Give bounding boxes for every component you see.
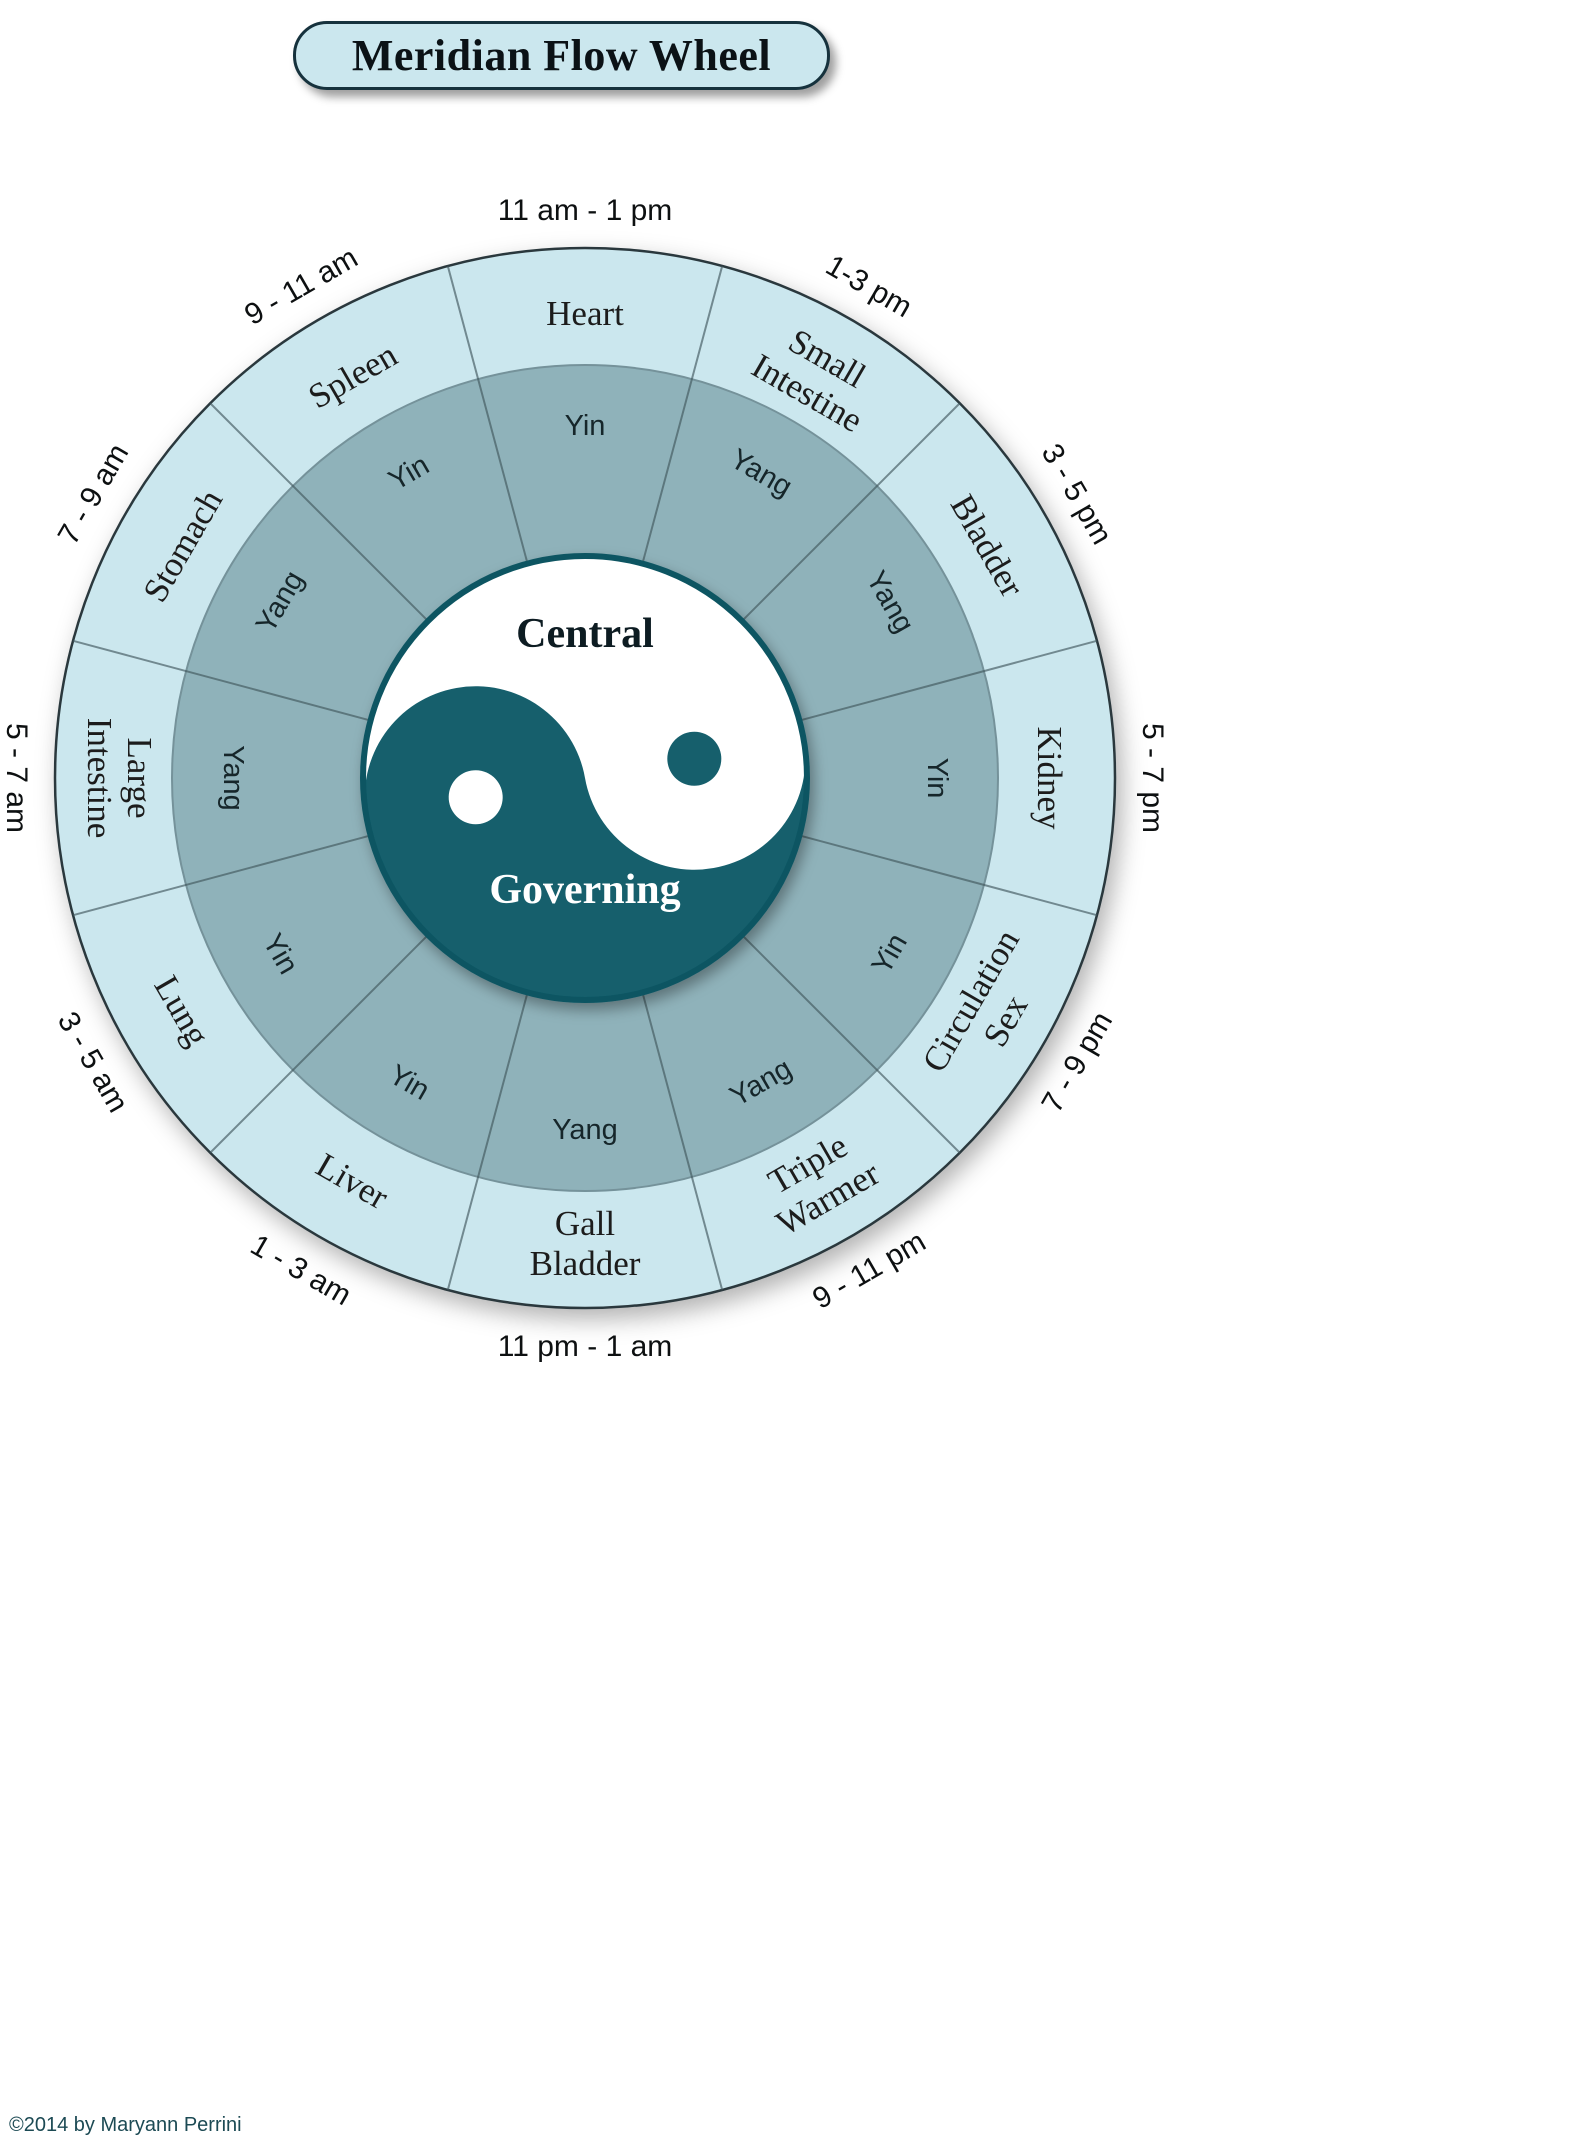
polarity-label-gall-bladder: Yang: [552, 1114, 618, 1146]
segment-divider: [637, 265, 724, 580]
segment-divider: [209, 922, 441, 1154]
meridian-name-heart: Heart: [546, 294, 624, 333]
yang-half: [364, 686, 807, 1000]
polarity-label-large-intestine: Yang: [217, 745, 249, 811]
segment-divider: [72, 830, 387, 917]
segment-large-intestine: LargeIntestine Yang: [81, 718, 250, 839]
segment-divider: [783, 830, 1098, 917]
segment-divider: [209, 402, 441, 634]
segment-divider: [729, 922, 961, 1154]
time-label-heart: 11 am - 1 pm: [498, 194, 673, 227]
segment-divider: [446, 976, 533, 1291]
time-label-large-intestine: 5 - 7 am: [1, 723, 34, 833]
yin-yang-symbol: [364, 686, 807, 1000]
segment-divider: [729, 402, 961, 634]
copyright-notice: ©2014 by Maryann Perrini: [9, 2114, 242, 2136]
polarity-label-heart: Yin: [565, 410, 606, 442]
governing-label: Governing: [489, 867, 680, 913]
segment-divider: [72, 639, 387, 726]
title-box: Meridian Flow Wheel: [293, 21, 830, 90]
segment-divider: [446, 265, 533, 580]
meridian-name-kidney: Kidney: [1031, 726, 1070, 830]
segment-kidney: Kidney Yin: [921, 726, 1070, 830]
time-label-gall-bladder: 11 pm - 1 am: [498, 1330, 673, 1363]
meridian-name-large-intestine: LargeIntestine: [81, 718, 160, 839]
page-title: Meridian Flow Wheel: [351, 31, 772, 80]
time-label-kidney: 5 - 7 pm: [1137, 723, 1170, 833]
wheel-body: HeartYinSmallIntestineYangBladderYangKid…: [53, 246, 1117, 1310]
light-dot: [448, 770, 503, 825]
central-label: Central: [516, 611, 654, 657]
center-border-ring: [360, 553, 810, 1003]
segment-divider: [783, 639, 1098, 726]
polarity-label-kidney: Yin: [921, 758, 953, 799]
dark-dot: [667, 731, 722, 786]
segment-divider: [637, 976, 724, 1291]
